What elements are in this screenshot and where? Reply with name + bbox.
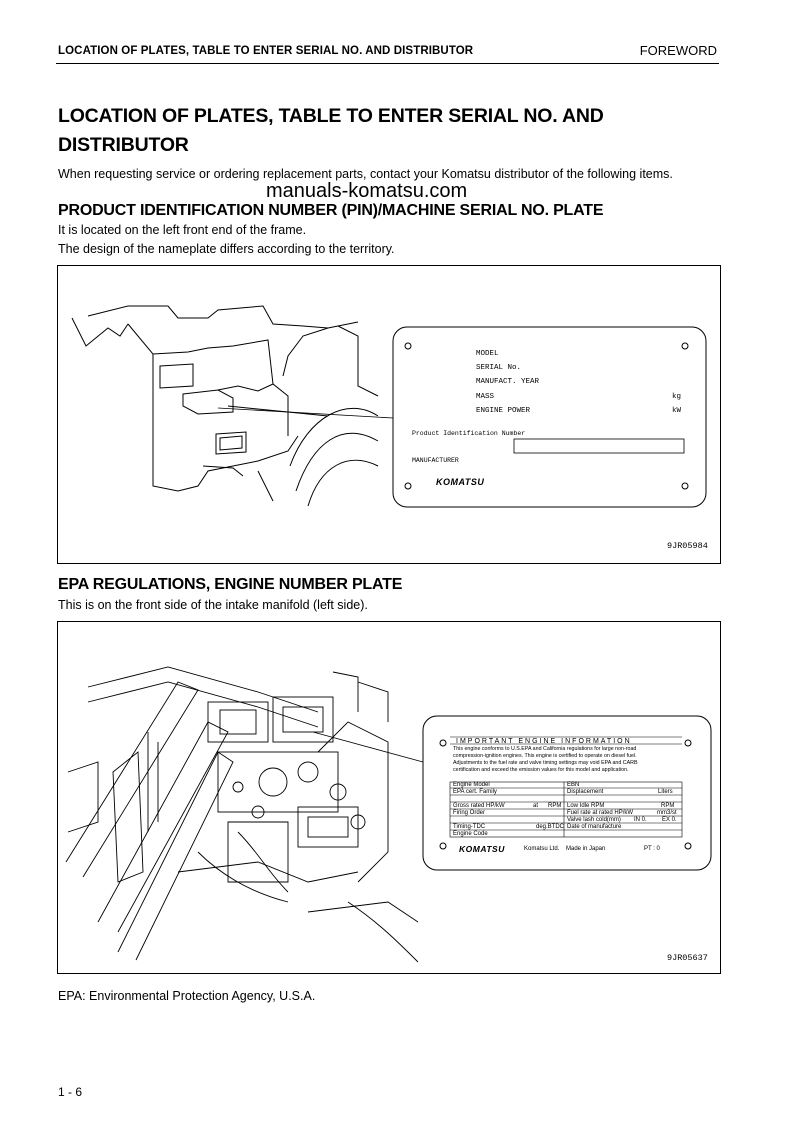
- epa-gross-power-label: Gross rated HP/kW: [453, 803, 505, 809]
- pin-heading: PRODUCT IDENTIFICATION NUMBER (PIN)/MACH…: [58, 202, 604, 219]
- pin-plate-figure: MODEL SERIAL No. MANUFACT. YEAR MASS kg …: [57, 265, 721, 564]
- epa-plate-title: IMPORTANT ENGINE INFORMATION: [456, 738, 632, 745]
- epa-plate-company: Komatsu Ltd.: [524, 846, 560, 852]
- frame-drawing: [71, 305, 707, 508]
- epa-heading: EPA REGULATIONS, ENGINE NUMBER PLATE: [58, 576, 403, 593]
- epa-low-idle-unit: RPM: [661, 803, 675, 809]
- plate-model-label: MODEL: [476, 350, 499, 358]
- epa-family-label: EPA cert. Family: [453, 789, 497, 795]
- plate-brand-logo: KOMATSU: [436, 477, 485, 487]
- epa-plate-para-4: certification and exceed the emission va…: [453, 767, 629, 773]
- running-header-chapter: FOREWORD: [639, 43, 717, 58]
- epa-in-label: IN 0.: [634, 817, 647, 823]
- intro-text: When requesting service or ordering repl…: [58, 167, 673, 181]
- plate-mass-unit: kg: [672, 393, 682, 401]
- epa-rpm-label: RPM: [548, 803, 562, 809]
- page-title-line-2: DISTRIBUTOR: [58, 134, 189, 156]
- epa-ebn-label: EBN: [567, 782, 580, 788]
- page-title: LOCATION OF PLATES, TABLE TO ENTER SERIA…: [58, 102, 738, 160]
- plate-mass-label: MASS: [476, 393, 495, 401]
- epa-location-text: This is on the front side of the intake …: [58, 598, 368, 612]
- page-title-line-1: LOCATION OF PLATES, TABLE TO ENTER SERIA…: [58, 105, 604, 127]
- epa-engine-code-label: Engine Code: [453, 831, 488, 837]
- epa-ex-label: EX 0.: [662, 817, 677, 823]
- epa-firing-order-label: Firing Order: [453, 810, 486, 816]
- epa-plate-para-3: Adjustments to the fuel rate and valve t…: [453, 760, 638, 766]
- plate-serial-label: SERIAL No.: [476, 364, 522, 372]
- plate-year-label: MANUFACT. YEAR: [476, 378, 540, 386]
- epa-plate-para-1: This engine conforms to U.S.EPA and Cali…: [453, 746, 637, 752]
- watermark: manuals-komatsu.com: [266, 180, 468, 202]
- plate-pin-label: Product Identification Number: [412, 430, 526, 437]
- epa-plate-brand-logo: KOMATSU: [459, 844, 505, 854]
- epa-displacement-unit: Liters: [658, 789, 673, 795]
- epa-date-label: Date of manufacture: [567, 824, 622, 830]
- epa-gross-power-at: at: [533, 803, 539, 809]
- plate-manufacturer-label: MANUFACTURER: [412, 457, 459, 464]
- pin-design-text: The design of the nameplate differs acco…: [58, 242, 395, 256]
- pin-location-text: It is located on the left front end of t…: [58, 223, 307, 237]
- page-number: 1 - 6: [58, 1085, 83, 1099]
- epa-plate-figure: IMPORTANT ENGINE INFORMATION This engine…: [57, 621, 721, 974]
- epa-fuel-rate-label: Fuel rate at rated HP/kW: [567, 810, 634, 816]
- epa-figure-code: 9JR05637: [667, 953, 708, 963]
- epa-valve-lash-label: Valve lash cold(mm): [567, 817, 621, 823]
- epa-footnote: EPA: Environmental Protection Agency, U.…: [58, 989, 316, 1003]
- header-rule: [56, 63, 719, 64]
- epa-plate-made-in: Made in Japan: [566, 846, 606, 852]
- pin-figure-code: 9JR05984: [667, 541, 708, 551]
- plate-power-label: ENGINE POWER: [476, 407, 531, 415]
- epa-plate-para-2: compression-ignition engines. This engin…: [453, 753, 637, 759]
- epa-plate-pt: PT : 0: [644, 846, 660, 852]
- epa-displacement-label: Displacement: [567, 789, 604, 795]
- epa-timing-label: Timing-TDC: [453, 824, 486, 830]
- engine-drawing: [65, 666, 712, 963]
- epa-low-idle-label: Low Idle RPM: [567, 803, 605, 809]
- running-header-title: LOCATION OF PLATES, TABLE TO ENTER SERIA…: [58, 45, 474, 57]
- epa-fuel-rate-unit: mm3/st: [657, 810, 677, 816]
- epa-engine-model-label: Engine Model: [453, 782, 490, 788]
- plate-power-unit: kW: [672, 407, 682, 415]
- epa-timing-unit: deg.BTDC: [536, 824, 565, 830]
